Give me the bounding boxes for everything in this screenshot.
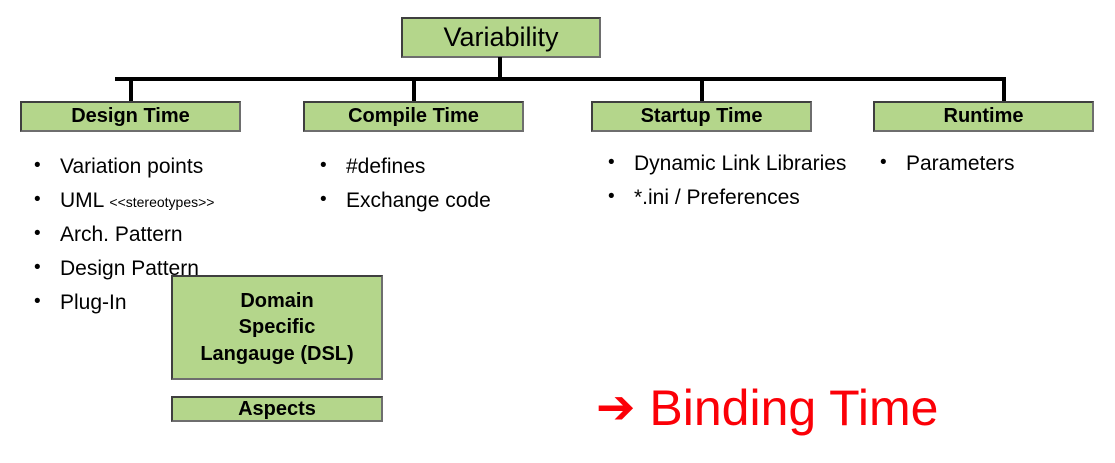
list-item: • Arch. Pattern — [34, 221, 296, 250]
bullet-icon: • — [34, 222, 41, 244]
bullet-icon: • — [34, 290, 41, 312]
node-startup-time[interactable]: Startup Time — [591, 101, 812, 132]
node-dsl-line2: Specific — [238, 316, 316, 339]
arrow-right-icon: ➔ — [596, 379, 636, 433]
node-design-time-label: Design Time — [71, 105, 190, 128]
node-runtime-label: Runtime — [943, 105, 1024, 128]
list-item-label: Plug-In — [60, 290, 127, 314]
list-item-label: UML <<stereotypes>> — [60, 187, 214, 216]
node-design-time[interactable]: Design Time — [20, 101, 241, 132]
node-compile-time-label: Compile Time — [348, 105, 479, 128]
node-runtime[interactable]: Runtime — [873, 101, 1094, 132]
list-item: • Exchange code — [320, 187, 560, 216]
connector-drop-runtime — [1002, 77, 1006, 102]
connector-drop-compile-time — [412, 77, 416, 102]
list-item-text: UML — [60, 188, 110, 212]
list-item: • Variation points — [34, 153, 296, 182]
list-item: • Design Pattern — [34, 255, 296, 284]
list-item: • Parameters — [880, 150, 1100, 179]
bullet-icon: • — [34, 256, 41, 278]
connector-root-stem — [498, 57, 502, 80]
connector-horizontal-bus — [115, 77, 1006, 81]
callout-binding-time: ➔ Binding Time — [596, 379, 939, 436]
node-compile-time[interactable]: Compile Time — [303, 101, 524, 132]
node-aspects-label: Aspects — [238, 397, 316, 420]
bullet-icon: • — [608, 152, 615, 173]
connector-drop-design-time — [129, 77, 133, 102]
bullet-icon: • — [34, 188, 41, 210]
bullet-icon: • — [608, 185, 615, 207]
node-startup-time-label: Startup Time — [640, 105, 763, 128]
list-item: • Dynamic Link Libraries — [608, 150, 870, 179]
list-startup-time: • Dynamic Link Libraries • *.ini / Prefe… — [608, 150, 870, 218]
node-variability-label: Variability — [443, 22, 559, 53]
node-dsl-line1: Domain — [240, 289, 314, 312]
list-item-stereotype: <<stereotypes>> — [109, 193, 215, 210]
bullet-icon: • — [34, 155, 41, 176]
node-dsl-line3: Langauge (DSL) — [200, 342, 354, 365]
list-item: • UML <<stereotypes>> — [34, 187, 296, 216]
connector-drop-startup-time — [700, 77, 704, 102]
list-item-label: Design Pattern — [60, 256, 199, 280]
callout-label: Binding Time — [649, 380, 939, 436]
list-item: • #defines — [320, 153, 560, 182]
list-compile-time: • #defines • Exchange code — [320, 153, 560, 221]
list-item-label: *.ini / Preferences — [634, 185, 800, 209]
list-item-label: #defines — [346, 155, 426, 178]
node-aspects[interactable]: Aspects — [171, 396, 383, 422]
list-item: • *.ini / Preferences — [608, 184, 870, 213]
bullet-icon: • — [880, 152, 887, 173]
list-item-label: Variation points — [60, 155, 204, 178]
node-variability[interactable]: Variability — [401, 17, 601, 58]
list-item-label: Arch. Pattern — [60, 222, 183, 246]
bullet-icon: • — [320, 188, 327, 210]
list-item-label: Dynamic Link Libraries — [634, 152, 847, 175]
list-runtime: • Parameters — [880, 150, 1100, 184]
list-item: • Plug-In — [34, 289, 296, 318]
list-design-time: • Variation points • UML <<stereotypes>>… — [34, 153, 296, 323]
node-domain-specific-language[interactable]: Domain Specific Langauge (DSL) — [171, 275, 383, 380]
list-item-label: Exchange code — [346, 188, 491, 212]
list-item-label: Parameters — [906, 152, 1015, 175]
bullet-icon: • — [320, 155, 327, 176]
